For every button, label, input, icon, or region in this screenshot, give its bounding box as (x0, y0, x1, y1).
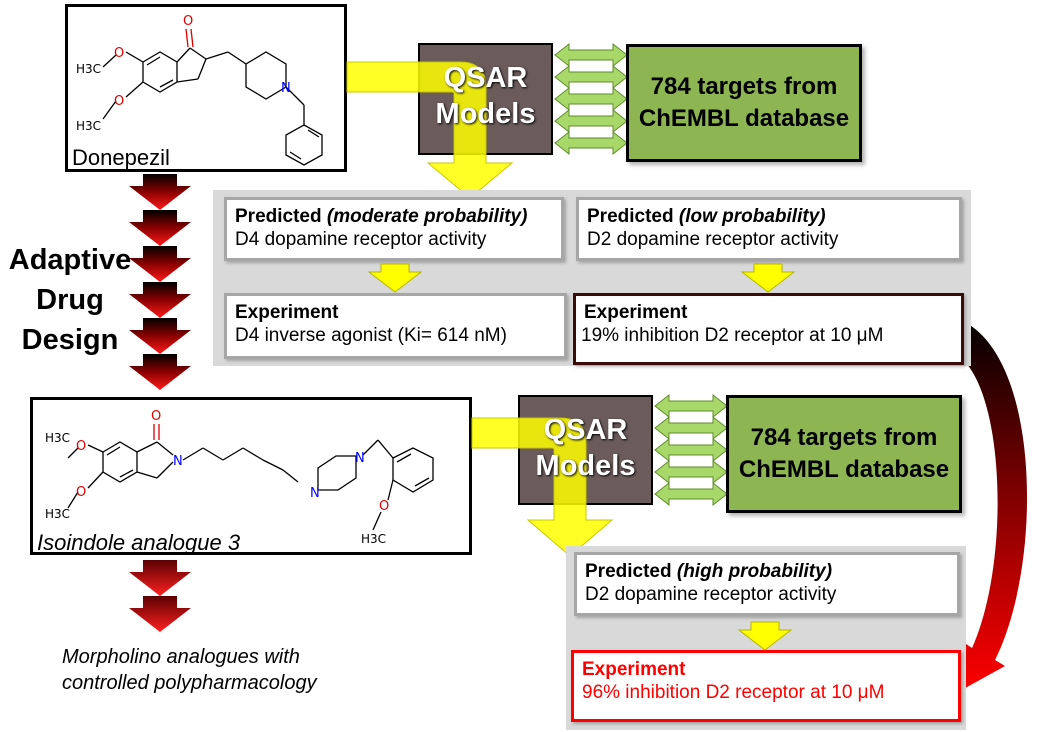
chembl-targets-box-1: 784 targets from ChEMBL database (626, 44, 862, 162)
experiment-d2-19-box: Experiment 19% inhibition D2 receptor at… (573, 293, 964, 365)
chain-arrow-7 (129, 560, 191, 596)
iso-n-1: N (173, 454, 183, 469)
targets-line1-2: 784 targets from (750, 424, 938, 451)
iso-n-2: N (310, 486, 320, 501)
chain-arrow-4 (129, 282, 191, 318)
donepezil-o-carbonyl: O (183, 14, 193, 29)
pred-d2-high-head: Predicted (585, 561, 672, 582)
isoindole-structure: O N N N O O O H3C H3C H3C (45, 409, 434, 546)
pred-d2-low-head: Predicted (587, 206, 674, 227)
exp-d2-96-head: Experiment (582, 659, 686, 680)
qsar-line2-1: Models (435, 98, 536, 130)
side-title-line3: Design (21, 324, 119, 356)
side-title-line1: Adaptive (8, 244, 132, 276)
experiment-d2-96-box: Experiment 96% inhibition D2 receptor at… (571, 650, 961, 722)
final-outcome-caption: Morpholino analogues with controlled pol… (62, 644, 392, 696)
targets-line1-1: 784 targets from (650, 73, 838, 100)
chembl-targets-box-2: 784 targets from ChEMBL database (726, 395, 962, 513)
donepezil-ch3-1: H3C (76, 62, 101, 76)
predicted-d2-high-box: Predicted (high probability) D2 dopamine… (574, 552, 960, 616)
exp-d2-19-head: Experiment (584, 302, 688, 323)
pred-d4-qual: (moderate probability) (326, 206, 528, 227)
curved-arrow-to-96 (952, 318, 1028, 692)
pred-d2-low-qual: (low probability) (678, 206, 826, 227)
side-title-line2: Drug (36, 284, 104, 316)
qsar-flow-arrows-1 (346, 42, 628, 199)
chain-arrow-1 (129, 174, 191, 210)
yellow-flow-arrow-2 (471, 417, 614, 557)
donepezil-o-methoxy-1: O (114, 46, 124, 61)
yellow-down-arrow-high (737, 621, 793, 651)
donepezil-n-label: N (281, 81, 291, 96)
experiment-d4-box: Experiment D4 inverse agonist (Ki= 614 n… (224, 293, 567, 359)
targets-line2-1: ChEMBL database (638, 105, 850, 132)
donepezil-ch3-2: H3C (76, 119, 101, 133)
final-line2: controlled polypharmacology (62, 672, 317, 694)
qsar-line1-2: QSAR (543, 414, 628, 446)
chain-arrow-3 (129, 246, 191, 282)
donepezil-label: Donepezil (72, 145, 170, 170)
exp-d4-body: D4 inverse agonist (Ki= 614 nM) (235, 325, 507, 346)
iso-n-3: N (355, 451, 365, 466)
pred-d4-head: Predicted (235, 206, 322, 227)
qsar-models-label-1: QSAR Models (418, 60, 553, 132)
chain-arrow-6 (129, 354, 191, 390)
isoindole-label: Isoindole analogue 3 (37, 530, 241, 555)
iso-ch3-3: H3C (361, 532, 386, 546)
iso-o-methoxy-3: O (379, 499, 389, 514)
donepezil-structure-box: O N O O H3C H3C Donepezil (65, 4, 347, 172)
iso-o-methoxy-2: O (76, 485, 86, 500)
chain-arrow-2 (129, 210, 191, 246)
qsar-models-label-2: QSAR Models (518, 412, 653, 484)
yellow-down-arrow-d4 (367, 263, 423, 293)
panel1-down-arrows (367, 263, 796, 293)
pred-d4-body: D4 dopamine receptor activity (235, 229, 487, 250)
qsar-line1-1: QSAR (443, 62, 528, 94)
iso-ch3-2: H3C (45, 507, 70, 521)
yellow-flow-arrow-1 (346, 61, 514, 199)
pred-d2-high-body: D2 dopamine receptor activity (585, 584, 837, 605)
targets-line2-2: ChEMBL database (738, 456, 950, 483)
iso-o-carbonyl: O (151, 409, 161, 424)
exp-d2-96-body: 96% inhibition D2 receptor at 10 μM (582, 682, 885, 703)
adaptive-drug-design-title: Adaptive Drug Design (0, 240, 140, 360)
qsar-line2-2: Models (535, 450, 636, 482)
yellow-down-arrow-d2 (740, 263, 796, 293)
chain-arrow-8 (129, 596, 191, 632)
donepezil-o-methoxy-2: O (114, 94, 124, 109)
exp-d2-19-body: 19% inhibition D2 receptor at 10 μM (581, 325, 884, 346)
pred-d2-high-qual: (high probability) (676, 561, 833, 582)
iso-o-methoxy-1: O (76, 439, 86, 454)
predicted-d2-low-box: Predicted (low probability) D2 dopamine … (576, 197, 962, 261)
isoindole-structure-box: O N N N O O O H3C H3C H3C Isoindole anal… (30, 397, 472, 555)
exp-d4-head: Experiment (235, 302, 339, 323)
predicted-d4-box: Predicted (moderate probability) D4 dopa… (224, 197, 564, 261)
final-line1: Morpholino analogues with (62, 646, 300, 668)
iso-ch3-1: H3C (45, 431, 70, 445)
chain-arrow-5 (129, 318, 191, 354)
donepezil-structure: O N O O H3C H3C (76, 14, 323, 166)
pred-d2-low-body: D2 dopamine receptor activity (587, 229, 839, 250)
